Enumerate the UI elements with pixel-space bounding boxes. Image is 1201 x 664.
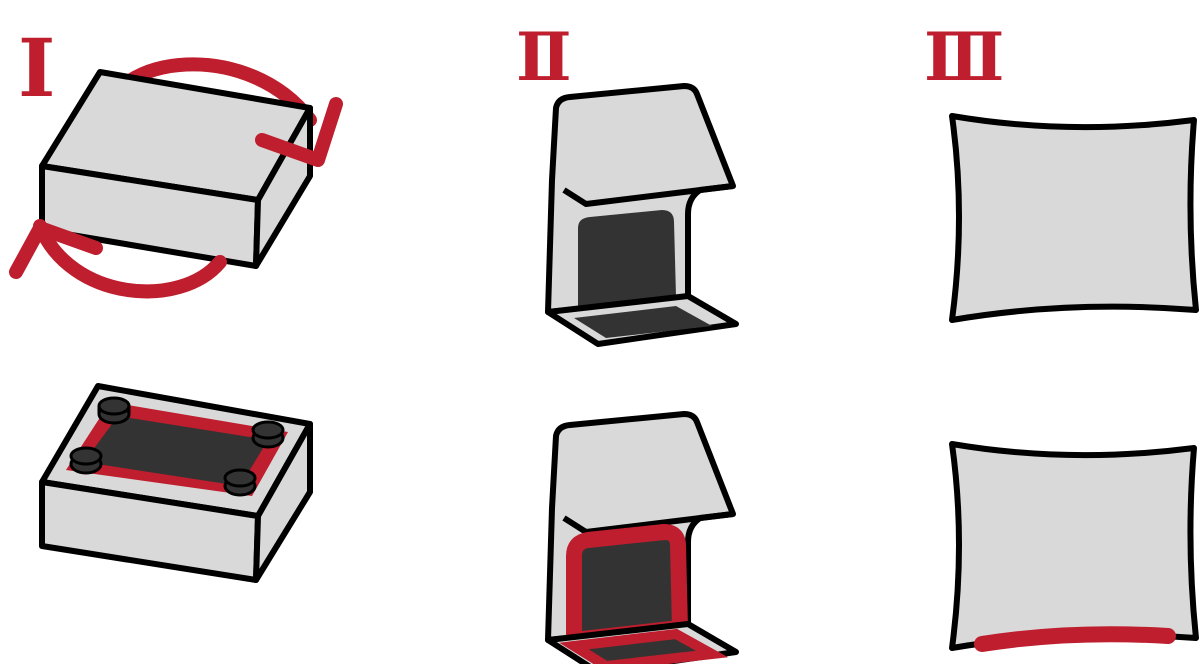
fastener-icon [251,420,285,449]
fastener-icon [223,468,257,497]
fastener-icon [97,396,131,425]
rotate-arrow-front [33,219,227,299]
panel2-seal-edge [974,626,1176,652]
fastener-icon [69,446,103,475]
box-with-fasteners [39,383,313,583]
box-rotating [9,57,343,299]
bracket2-flange-seal [559,628,729,664]
rotate-arrowhead-lower [9,221,103,279]
bracket-dark-area [578,210,676,306]
rotate-arrow-icon [255,97,343,167]
panel2-body [949,441,1199,651]
bracket-icon [545,83,739,347]
numeral-ii: Ⅱ [516,18,572,96]
numeral-i: I [18,21,55,115]
bracket2-fold [562,511,734,535]
panel-sealed [949,441,1199,652]
panel-icon [949,113,1199,323]
numeral-iii: Ⅲ [924,18,1004,96]
box2-side-face [253,421,313,583]
bracket-fold [562,183,734,207]
bracket-sealed [545,411,739,664]
bracket2-seal [566,524,688,648]
bracket-flange-dark [574,306,712,338]
seal-dark [84,416,268,486]
